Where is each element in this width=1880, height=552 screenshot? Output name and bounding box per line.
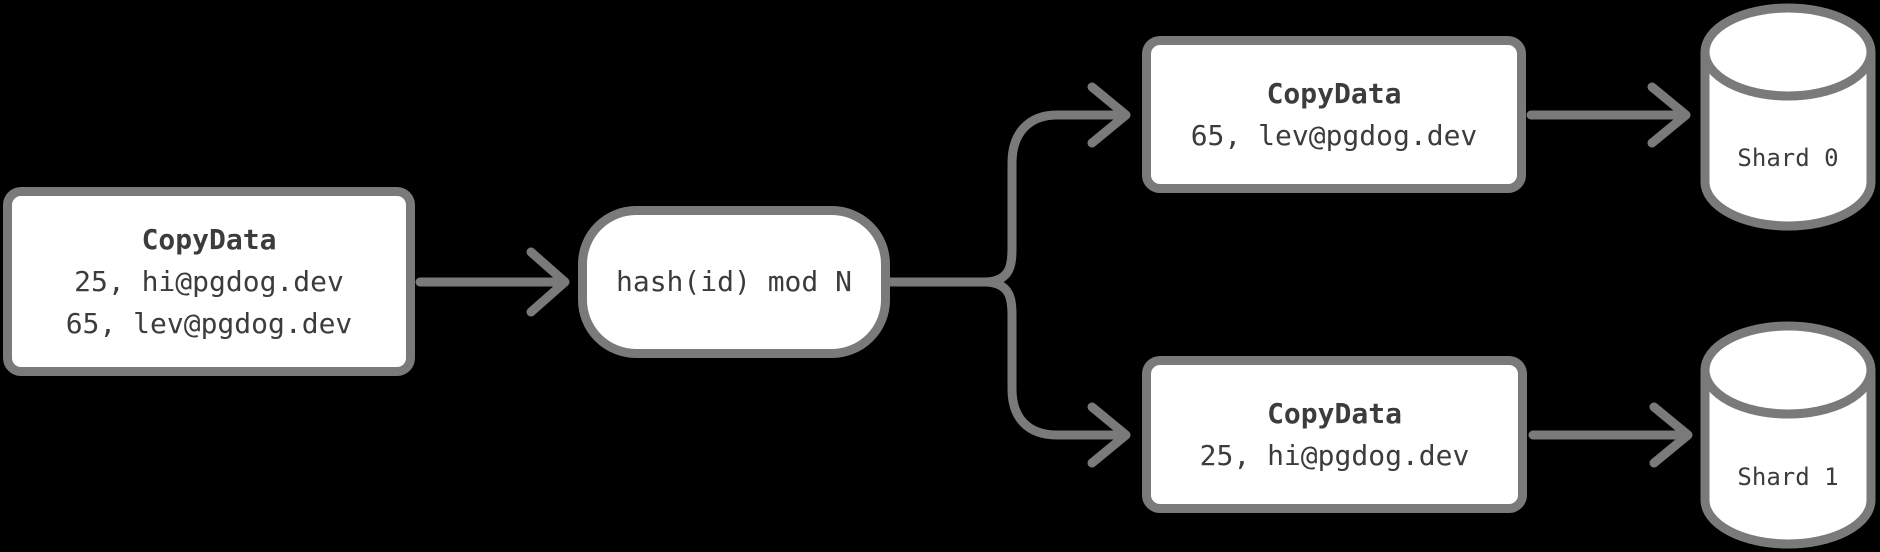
branch-curve-up xyxy=(981,110,1124,287)
database-icon-shard0-body xyxy=(1700,52,1876,231)
hash-function-node: hash(id) mod N xyxy=(578,206,890,358)
input-copydata-node: CopyData 25, hi@pgdog.dev 65, lev@pgdog.… xyxy=(3,187,415,376)
node-title: CopyData xyxy=(1267,396,1402,430)
arrow-input-to-hash-head-icon xyxy=(526,247,570,317)
shard0-copydata-node: CopyData 65, lev@pgdog.dev xyxy=(1142,36,1526,193)
arrow-to-shard0-head-icon xyxy=(1647,82,1691,148)
node-row: 65, lev@pgdog.dev xyxy=(65,306,353,340)
node-row: 25, hi@pgdog.dev xyxy=(1199,438,1470,472)
branch-curve-down xyxy=(981,277,1124,440)
database-icon-shard1-body xyxy=(1700,370,1876,549)
shard0-label: Shard 0 xyxy=(1737,144,1839,172)
node-row: 65, lev@pgdog.dev xyxy=(1190,118,1478,152)
node-row: 25, hi@pgdog.dev xyxy=(74,264,344,298)
database-icon-shard0-top xyxy=(1700,3,1876,101)
arrow-to-shard1-head-icon xyxy=(1649,402,1693,468)
node-title: CopyData xyxy=(1266,76,1402,110)
hash-function-label: hash(id) mod N xyxy=(615,265,852,298)
database-icon-shard1-top xyxy=(1700,321,1876,419)
shard1-copydata-node: CopyData 25, hi@pgdog.dev xyxy=(1142,356,1527,513)
shard1-label: Shard 1 xyxy=(1737,463,1839,491)
arrow-branch-down-head-icon xyxy=(1087,402,1131,468)
arrow-branch-up-head-icon xyxy=(1087,82,1131,148)
node-title: CopyData xyxy=(141,222,277,256)
